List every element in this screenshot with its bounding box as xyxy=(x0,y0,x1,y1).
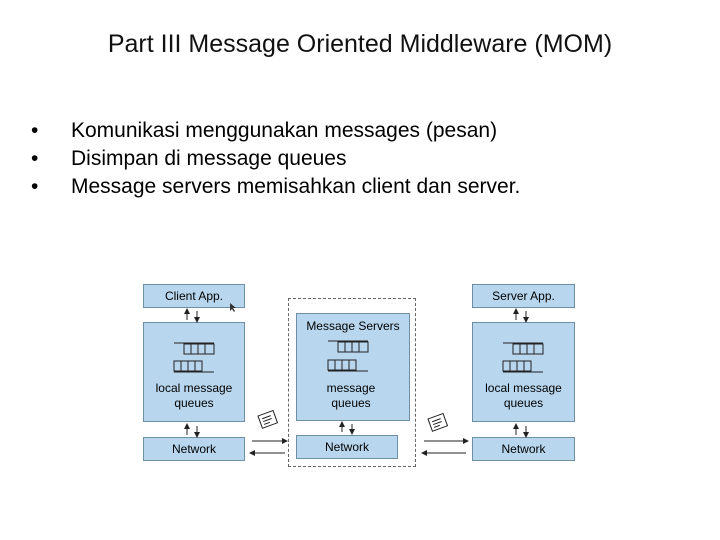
message-server-network-label: Network xyxy=(324,439,369,454)
message-server-queue-label: message queues xyxy=(326,381,376,410)
message-envelope-icon xyxy=(427,412,449,432)
bullet-text: Message servers memisahkan client dan se… xyxy=(71,175,521,198)
server-queue-box: local message queues xyxy=(472,322,575,422)
message-envelope-icon xyxy=(257,409,279,429)
message-server-title: Message Servers xyxy=(306,319,400,333)
up-down-arrow-icon xyxy=(184,423,200,438)
double-arrow-icon xyxy=(421,438,469,456)
client-network-label: Network xyxy=(171,441,216,456)
server-network-label: Network xyxy=(501,441,546,456)
slide-title: Part III Message Oriented Middleware (MO… xyxy=(107,30,613,58)
server-app-box: Server App. xyxy=(472,284,575,308)
up-down-arrow-icon xyxy=(339,421,355,435)
bullet-dot-icon: • xyxy=(31,119,39,142)
queue-icon xyxy=(173,342,215,373)
up-down-arrow-icon xyxy=(513,423,529,438)
bullet-item: • Disimpan di message queues xyxy=(26,145,520,173)
bullet-text: Komunikasi menggunakan messages (pesan) xyxy=(71,119,498,142)
bullet-text: Disimpan di message queues xyxy=(71,147,347,170)
client-app-box: Client App. xyxy=(143,284,245,308)
client-queue-label: local message queues xyxy=(155,381,233,410)
queue-icon xyxy=(502,342,544,373)
up-down-arrow-icon xyxy=(184,308,200,323)
up-down-arrow-icon xyxy=(513,308,529,323)
bullet-item: • Message servers memisahkan client dan s… xyxy=(26,173,520,201)
bullet-dot-icon: • xyxy=(31,147,39,170)
server-app-label: Server App. xyxy=(492,288,555,303)
bullet-item: • Komunikasi menggunakan messages (pesan) xyxy=(26,117,520,145)
bullet-dot-icon: • xyxy=(31,175,39,198)
client-app-label: Client App. xyxy=(164,288,224,303)
server-queue-label: local message queues xyxy=(485,381,562,410)
cursor-icon xyxy=(230,303,236,312)
message-server-network-box: Network xyxy=(296,435,398,459)
bullet-list: • Komunikasi menggunakan messages (pesan)… xyxy=(26,117,520,201)
double-arrow-icon xyxy=(249,438,288,456)
queue-icon xyxy=(327,340,369,372)
client-network-box: Network xyxy=(143,437,245,461)
message-server-box: Message Servers xyxy=(296,313,410,421)
